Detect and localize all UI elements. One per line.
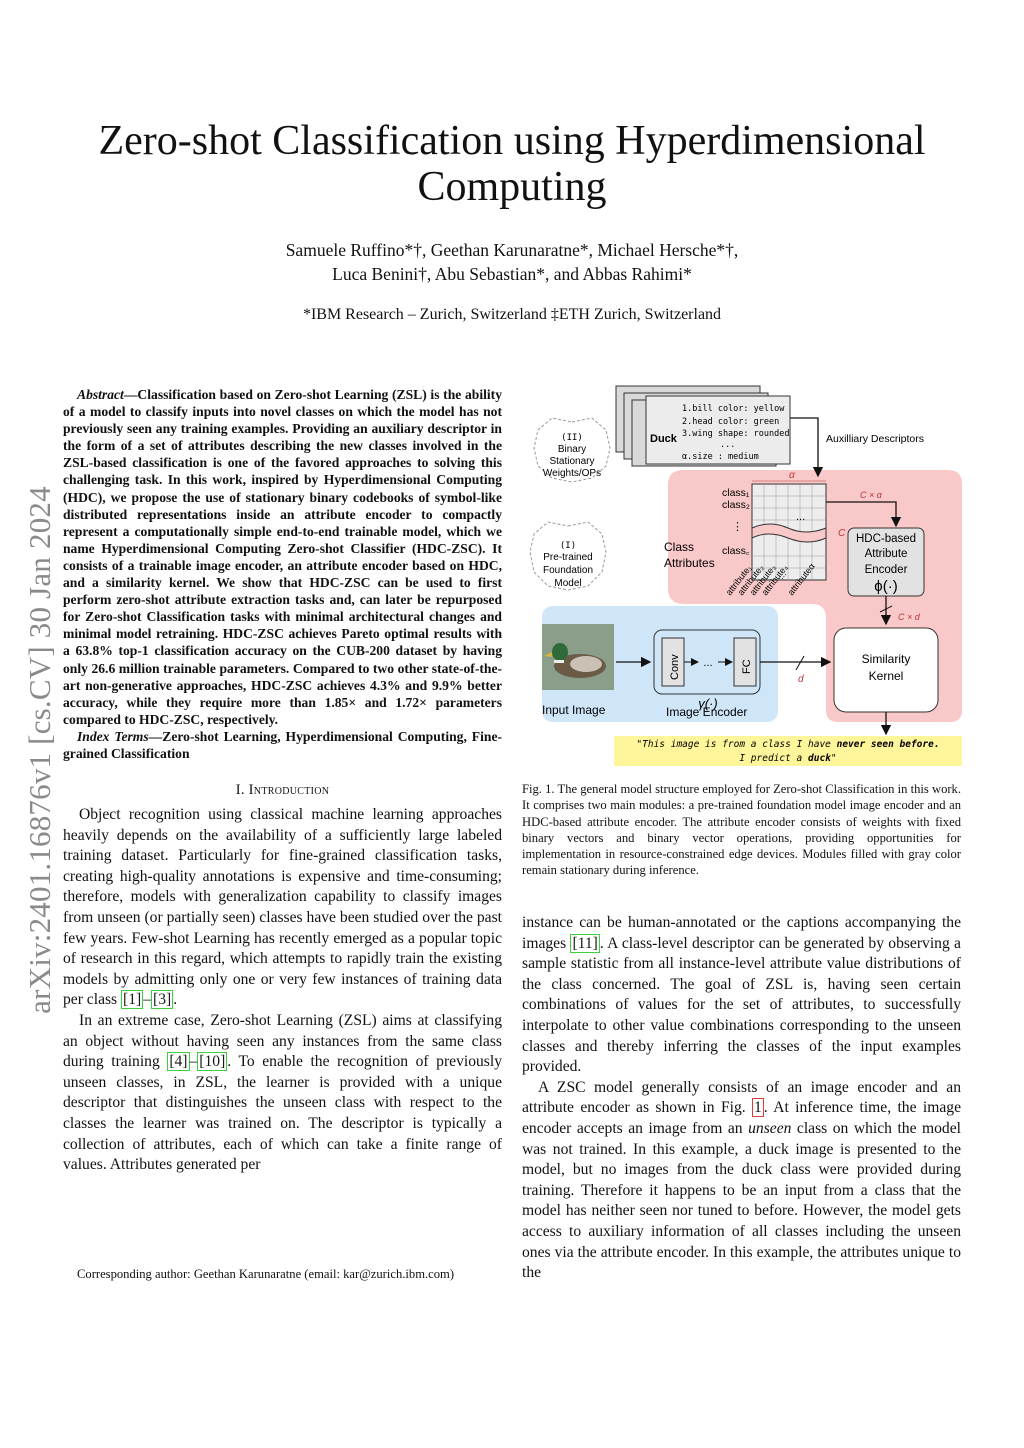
svg-text:Weights/OPs: Weights/OPs — [543, 468, 601, 479]
class-attributes-label: Class — [664, 540, 694, 554]
abstract: Abstract—Classification based on Zero-sh… — [63, 386, 502, 728]
duck-label: Duck — [650, 433, 678, 445]
affiliations: *IBM Research – Zurich, Switzerland ‡ETH… — [302, 306, 722, 323]
aux-line: 2.head color: green — [682, 417, 779, 427]
image-encoder-label: Image Encoder — [666, 705, 747, 719]
authors-line-1: Samuele Ruffino*†, Geethan Karunaratne*,… — [285, 240, 739, 260]
class-1-label: class₁ — [722, 487, 750, 499]
svg-text:(II): (II) — [561, 433, 583, 443]
index-terms-label: Index Terms — [77, 728, 149, 744]
index-terms: Index Terms—Zero-shot Learning, Hyperdim… — [63, 728, 502, 762]
svg-text:(I): (I) — [560, 541, 576, 551]
svg-text:Kernel: Kernel — [869, 669, 904, 683]
svg-text:...: ... — [796, 511, 805, 523]
dash: – — [189, 1053, 198, 1071]
svg-text:Model: Model — [554, 578, 581, 589]
pretrained-badge: (I) Pre-trained Foundation Model — [529, 521, 607, 591]
prediction-output: "This image is from a class I have never… — [614, 736, 962, 766]
paper-title: Zero-shot Classification using Hyperdime… — [60, 118, 964, 210]
class-attributes-label: Attributes — [664, 556, 715, 570]
c-alpha-label: C × α — [860, 490, 883, 500]
aux-descriptor-stack: Duck 1.bill color: yellow 2.head color: … — [615, 385, 791, 467]
authors-line-2: Luca Benini†, Abu Sebastian*, and Abbas … — [332, 264, 692, 284]
input-image-label: Input Image — [542, 703, 606, 717]
class-attribute-matrix: ... — [751, 483, 827, 581]
c-d-label: C × d — [898, 612, 921, 622]
right-p1-text: instance can be human-annotated or the c… — [522, 914, 961, 952]
intro-p1-text: Object recognition using classical machi… — [63, 806, 502, 1009]
image-encoder: Conv FC ... γ(·) — [653, 629, 761, 711]
intro-p2-text-cont: . To enable the recognition of previousl… — [63, 1053, 502, 1174]
duck-input-image — [542, 624, 614, 690]
unseen-emphasis: unseen — [748, 1119, 792, 1137]
class-2-label: class₂ — [722, 499, 750, 511]
section-heading-text: I. Introduction — [235, 782, 330, 799]
similarity-kernel: Similarity Kernel — [833, 627, 939, 713]
footnote: Corresponding author: Geethan Karunaratn… — [77, 1267, 455, 1281]
class-c-label: class꜀ — [722, 545, 750, 557]
right-column: instance can be human-annotated or the c… — [522, 913, 961, 1284]
dash: – — [143, 991, 152, 1009]
figure-caption: Fig. 1. The general model structure empl… — [522, 782, 961, 878]
abstract-label: Abstract — [77, 387, 124, 402]
svg-text:I predict a duck": I predict a duck" — [739, 753, 836, 764]
right-p1-text-cont: . A class-level descriptor can be genera… — [522, 934, 961, 1076]
right-paragraph-2: A ZSC model generally consists of an ima… — [522, 1078, 961, 1284]
svg-text:γ(·): γ(·) — [698, 696, 718, 711]
left-column: Abstract—Classification based on Zero-sh… — [63, 386, 502, 1176]
svg-text:Pre-trained: Pre-trained — [543, 552, 592, 563]
right-p2-text-cont: . At inference time, the image encoder a… — [522, 1099, 961, 1137]
citation-link[interactable]: [4] — [167, 1052, 190, 1072]
svg-text:"This image is from a class I: "This image is from a class I have never… — [636, 739, 939, 750]
figure-1: Duck 1.bill color: yellow 2.head color: … — [520, 380, 964, 772]
aux-line: ... — [720, 440, 735, 450]
svg-text:Foundation: Foundation — [543, 565, 593, 576]
citation-link[interactable]: [3] — [151, 990, 174, 1010]
svg-text:...: ... — [703, 657, 712, 669]
title-line-2: Computing — [417, 164, 607, 210]
hdc-attribute-encoder: HDC-based Attribute Encoder ϕ(·) — [847, 527, 925, 597]
title-line-1: Zero-shot Classification using Hyperdime… — [98, 118, 926, 164]
citation-link[interactable]: [10] — [197, 1052, 228, 1072]
svg-text:Binary: Binary — [558, 444, 586, 455]
c-label: C — [838, 528, 846, 539]
svg-text:FC: FC — [741, 659, 753, 674]
svg-text:Attribute: Attribute — [865, 548, 908, 560]
alpha-label: α — [789, 470, 795, 481]
svg-text:Encoder: Encoder — [865, 564, 908, 576]
aux-line: 1.bill color: yellow — [682, 404, 785, 414]
d-label: d — [798, 674, 804, 685]
svg-text:Stationary: Stationary — [549, 456, 594, 467]
section-heading: I. Introduction — [63, 782, 502, 799]
figure-diagram: Duck 1.bill color: yellow 2.head color: … — [529, 385, 962, 766]
aux-descriptors-title: Auxilliary Descriptors — [826, 433, 924, 445]
period: . — [173, 991, 178, 1009]
author-list: Samuele Ruffino*†, Geethan Karunaratne*,… — [150, 238, 874, 286]
index-terms-text: —Zero-shot Learning, Hyperdimensional Co… — [63, 728, 502, 761]
intro-paragraph-2: In an extreme case, Zero-shot Learning (… — [63, 1011, 502, 1176]
right-p2-text-end: class on which the model was not trained… — [522, 1119, 961, 1282]
svg-text:Similarity: Similarity — [862, 652, 911, 666]
citation-link[interactable]: [11] — [570, 933, 600, 953]
svg-text:HDC-based: HDC-based — [856, 533, 916, 545]
arxiv-identifier-text: arXiv:2401.16876v1 [cs.CV] 30 Jan 2024 — [22, 486, 57, 1014]
intro-paragraph-1: Object recognition using classical machi… — [63, 805, 502, 1011]
vdots: ⋮ — [732, 521, 743, 533]
aux-line: 3.wing shape: rounded — [682, 429, 789, 439]
stationary-badge: (II) Binary Stationary Weights/OPs — [533, 417, 611, 483]
abstract-text: —Classification based on Zero-shot Learn… — [63, 387, 502, 727]
svg-text:Conv: Conv — [669, 654, 681, 680]
right-paragraph-1: instance can be human-annotated or the c… — [522, 913, 961, 1078]
aux-line: α.size : medium — [682, 452, 759, 462]
figure-link[interactable]: 1 — [752, 1098, 764, 1118]
intro-p2-text: In an extreme case, Zero-shot Learning (… — [63, 1012, 502, 1071]
right-p2-text: A ZSC model generally consists of an ima… — [522, 1078, 961, 1117]
svg-text:ϕ(·): ϕ(·) — [874, 578, 897, 595]
arxiv-identifier: arXiv:2401.16876v1 [cs.CV] 30 Jan 2024 — [18, 455, 62, 1045]
citation-link[interactable]: [1] — [121, 990, 144, 1010]
